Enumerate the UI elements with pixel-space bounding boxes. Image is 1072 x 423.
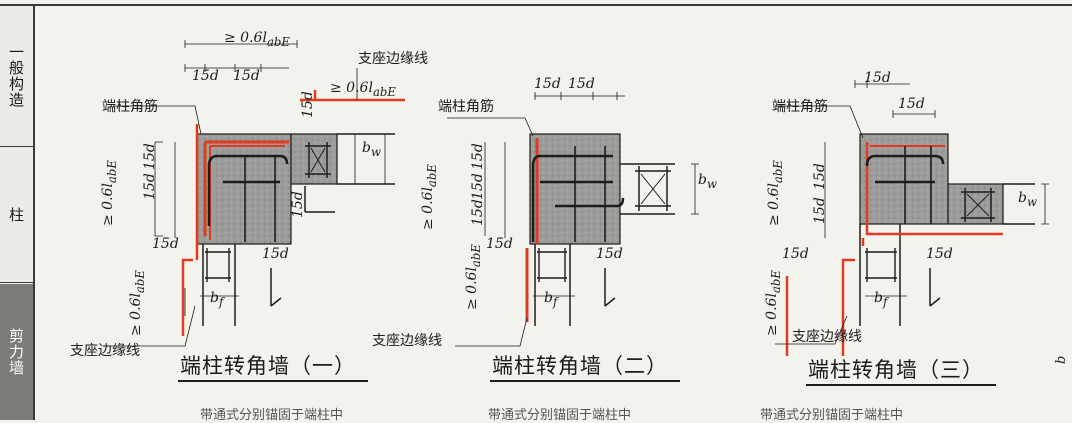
dim-15d-3f: 15d (812, 197, 828, 224)
sidebar-item-column[interactable]: 柱 (0, 148, 33, 283)
dim-15d-3c: 15d (782, 246, 809, 262)
title-underline-3 (806, 384, 996, 386)
corner-bar-label-2: 端柱角筋 (438, 99, 494, 115)
dim-15d-3b: 15d (898, 96, 925, 112)
dim-15d-2b: 15d (568, 76, 595, 92)
anchor-dim-2a: ≥ 0.6labE (420, 164, 439, 230)
dim-15d-1a: 15d (192, 68, 219, 84)
title-underline-2 (490, 380, 680, 382)
footer-note-2: 带通式分别锚固于端柱中 (488, 408, 632, 423)
drawing-canvas (105, 40, 1049, 356)
title-detail-3: 端柱转角墙（三） (808, 358, 984, 382)
end-column-3 (859, 133, 949, 225)
support-red-1 (181, 124, 199, 336)
anchor-dim-1c: ≥ 0.6labE (100, 160, 119, 226)
title-detail-1: 端柱转角墙（一） (180, 354, 356, 378)
wall-web-1 (290, 133, 338, 185)
corner-bar-red-1 (203, 140, 289, 236)
dim-lines-2 (484, 95, 696, 297)
bf-dim-3: bf (874, 290, 888, 309)
sidebar-item-label: 一般构造 (7, 44, 25, 108)
title-detail-2: 端柱转角墙（二） (492, 354, 668, 378)
corner-bar-label-3: 端柱角筋 (772, 99, 828, 115)
leader-lines-2 (447, 117, 534, 347)
wall-lines-2 (620, 163, 675, 215)
support-red-3 (785, 258, 855, 356)
flange-lines-2 (534, 244, 571, 326)
support-edge-label-1b: 支座边缘线 (70, 343, 140, 359)
sidebar-item-general[interactable]: 一般构造 (0, 6, 33, 147)
sidebar-item-label: 剪力墙 (7, 328, 25, 376)
dim-15d-1f: 15d (142, 173, 158, 200)
dim-15d-1b: 15d (233, 68, 260, 84)
detail-1 (105, 40, 405, 347)
detail-2 (447, 92, 699, 347)
leader-lines-1 (105, 68, 358, 347)
sidebar-item-label: 柱 (7, 207, 25, 223)
bw-dim-1: bw (362, 140, 381, 159)
dim-15d-2d: 15d (596, 246, 623, 262)
rebar-black-2 (531, 154, 613, 242)
anchor-dim-1a: ≥ 0.6labE (224, 30, 290, 49)
support-edge-label-1a: 支座边缘线 (358, 51, 428, 67)
leader-lines-3 (775, 105, 864, 345)
page-top-border (0, 4, 1072, 6)
flange-lines-1 (202, 244, 236, 326)
dim-lines-3 (824, 83, 1046, 297)
support-edge-label-2: 支座边缘线 (372, 333, 442, 349)
dim-15d-3e: 15d (812, 163, 828, 190)
dim-15d-1d: 15d (262, 246, 289, 262)
title-underline-1 (178, 380, 368, 382)
bw-dim-3: bw (1018, 190, 1037, 209)
dim-lines-1 (154, 43, 386, 316)
bw-dim-2: bw (698, 172, 717, 191)
anchor-dim-1b: ≥ 0.6labE (330, 80, 396, 99)
footer-note-1: 带通式分别锚固于端柱中 (200, 408, 344, 423)
anchor-red-1 (300, 90, 405, 102)
dim-15d-1e: 15d (142, 143, 158, 170)
detail-3 (775, 80, 1049, 356)
dim-15d-2a: 15d (534, 76, 561, 92)
bf-dim-1: bf (210, 290, 224, 309)
corner-bar-red-3 (861, 142, 1003, 246)
dim-15d-2f: 15d (470, 173, 486, 200)
support-edge-label-3: 支座边缘线 (792, 329, 862, 345)
end-column-1 (196, 133, 292, 245)
rebar-black-1 (207, 154, 289, 226)
dim-15d-3d: 15d (926, 246, 953, 262)
sidebar-item-shear-wall[interactable]: 剪力墙 (0, 284, 33, 420)
dim-15d-1g: 15d (300, 91, 316, 118)
dim-15d-2c: 15d (486, 236, 513, 252)
anchor-dim-3b: ≥ 0.6labE (764, 270, 783, 336)
dim-15d-1h: 15d (290, 191, 306, 218)
edge-dim-fragment: b (1054, 355, 1069, 364)
anchor-dim-1d: ≥ 0.6labE (128, 270, 147, 336)
dim-15d-2g: 15d (470, 199, 486, 226)
flange-lines-3 (859, 224, 901, 326)
corner-bar-label-1: 端柱角筋 (102, 99, 158, 115)
footer-note-3: 带通式分别锚固于端柱中 (760, 408, 904, 423)
dim-15d-2e: 15d (470, 143, 486, 170)
dim-15d-3a: 15d (864, 70, 891, 86)
anchor-dim-3a: ≥ 0.6labE (766, 160, 785, 226)
sidebar: 一般构造 柱 剪力墙 (0, 6, 35, 420)
anchor-dim-2b: ≥ 0.6labE (464, 244, 483, 310)
dim-15d-1c: 15d (152, 236, 179, 252)
bf-dim-2: bf (544, 290, 558, 309)
